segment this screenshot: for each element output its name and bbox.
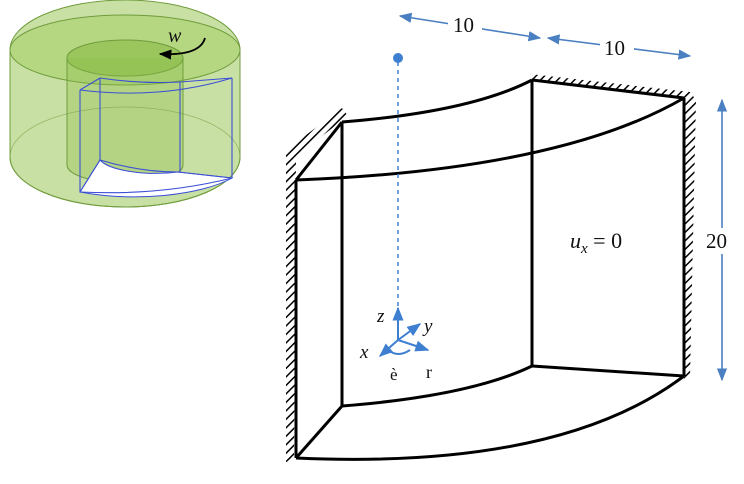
theta-arc: [387, 349, 411, 355]
edge-bottom-inner-arc: [341, 364, 533, 408]
y-axis-label: y: [422, 316, 433, 337]
edge-bottom-right-radial: [531, 364, 685, 378]
rotation-axis: [393, 53, 403, 320]
curved-wedge-domain: [286, 74, 696, 462]
inner-hole-wall: [66, 58, 184, 184]
rotation-label: w: [168, 25, 182, 47]
axis-center-dot: [393, 53, 403, 63]
dim-label-right-height: 20: [706, 229, 727, 253]
y-axis-arrow: [397, 323, 422, 341]
left-fixed-support: [286, 108, 348, 462]
edge-top-left-radial: [294, 121, 344, 181]
annular-cylinder-illustration: w: [9, 0, 241, 208]
dim-label-top-left: 10: [453, 13, 474, 37]
theta-label: è: [390, 365, 398, 384]
edge-bottom-outer-arc: [295, 374, 685, 461]
x-axis-label: x: [359, 342, 369, 363]
z-axis-label: z: [376, 306, 385, 327]
right-fixed-support: [530, 74, 696, 380]
dimension-annotations: [398, 12, 728, 382]
dim-label-top-right: 10: [604, 36, 625, 60]
coordinate-triad: [378, 306, 430, 357]
boundary-condition-label: ux = 0: [570, 228, 622, 257]
x-axis-arrow: [378, 339, 399, 357]
r-axis-label: r: [426, 362, 432, 382]
edge-bottom-left-radial: [294, 405, 344, 459]
rotation-arrow: [158, 37, 206, 60]
edge-top-right-radial: [531, 78, 685, 100]
r-axis-arrow: [397, 339, 430, 352]
edge-top-inner-arc: [341, 78, 533, 124]
edge-top-outer-arc: [295, 96, 685, 182]
wedge-edges: [79, 77, 233, 194]
